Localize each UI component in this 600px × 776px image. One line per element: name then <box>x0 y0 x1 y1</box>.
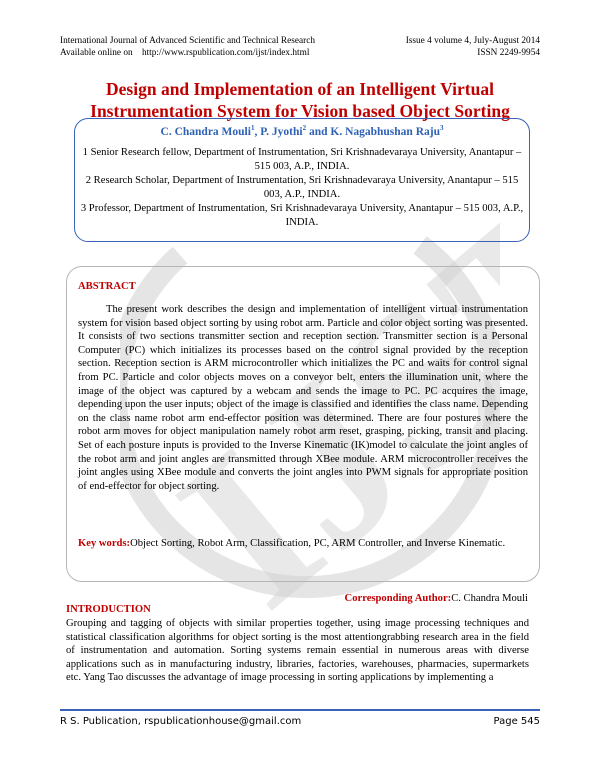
journal-name: International Journal of Advanced Scient… <box>60 36 316 46</box>
author-box <box>74 118 530 242</box>
corresponding-label: Corresponding Author: <box>344 593 452 604</box>
author-1: C. Chandra Mouli <box>160 125 251 138</box>
author-list: C. Chandra Mouli1, P. Jyothi2 and K. Nag… <box>160 124 444 138</box>
affiliations: 1 Senior Research fellow, Department of … <box>76 146 528 230</box>
issn: ISSN 2249-9954 <box>477 48 540 58</box>
paper-title: Design and Implementation of an Intellig… <box>60 78 540 122</box>
author-and: and <box>308 125 328 138</box>
keywords: Key words:Object Sorting, Robot Arm, Cla… <box>78 537 528 551</box>
issue-info: Issue 4 volume 4, July-August 2014 <box>405 36 540 46</box>
author-1-sup: 1 <box>250 124 255 132</box>
footer-publisher: R S. Publication, rspublicationhouse@gma… <box>60 716 302 727</box>
introduction-heading: INTRODUCTION <box>66 604 151 615</box>
abstract-box <box>66 266 540 582</box>
introduction-text: Grouping and tagging of objects with sim… <box>66 618 529 684</box>
abstract-text: The present work describes the design an… <box>78 304 528 492</box>
keywords-text: Object Sorting, Robot Arm, Classificatio… <box>130 538 506 549</box>
availability-line: Available online on http://www.rspublica… <box>60 47 309 59</box>
author-2: P. Jyothi <box>260 125 303 138</box>
keywords-label: Key words: <box>78 538 131 549</box>
affiliation-1: 1 Senior Research fellow, Department of … <box>82 147 522 172</box>
corresponding-name: C. Chandra Mouli <box>451 593 528 604</box>
available-label: Available online on <box>60 48 133 58</box>
author-3: K. Nagabhushan Raju <box>330 125 440 138</box>
title-line-1: Design and Implementation of an Intellig… <box>106 79 494 99</box>
author-3-sup: 3 <box>439 124 444 132</box>
abstract-heading: ABSTRACT <box>78 281 136 292</box>
footer-rule <box>60 709 540 711</box>
corresponding-author: Corresponding Author:C. Chandra Mouli <box>300 593 528 604</box>
affiliation-2: 2 Research Scholar, Department of Instru… <box>85 175 519 200</box>
affiliation-3: 3 Professor, Department of Instrumentati… <box>80 203 524 228</box>
author-2-sup: 2 <box>302 124 307 132</box>
page-number: Page 545 <box>493 716 540 727</box>
title-line-2: Instrumentation System for Vision based … <box>90 101 510 121</box>
journal-url-link[interactable]: http://www.rspublication.com/ijst/index.… <box>141 48 310 58</box>
